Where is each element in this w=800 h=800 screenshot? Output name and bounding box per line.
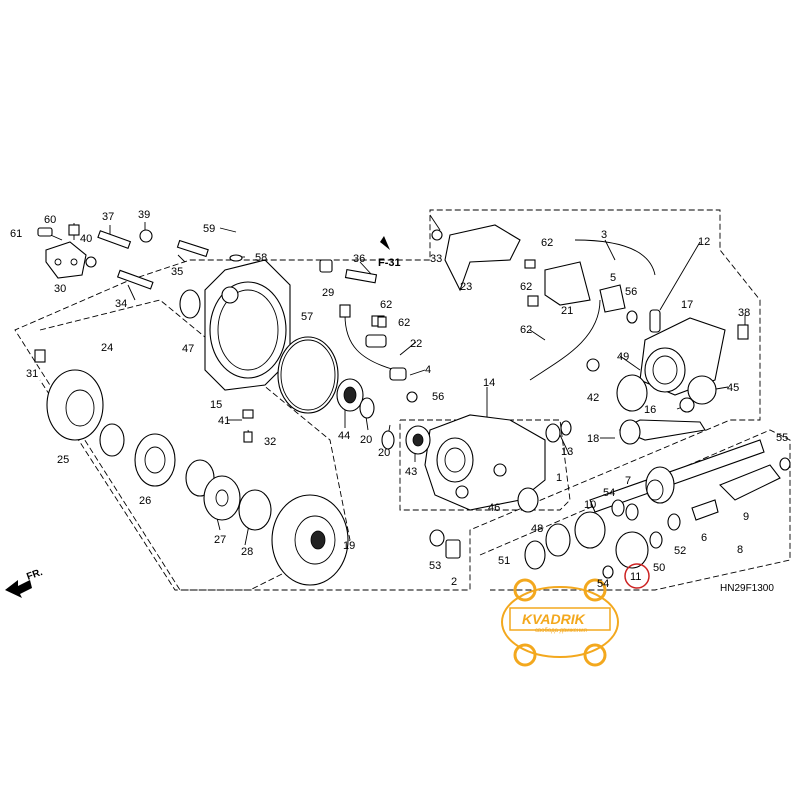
breather-hose <box>229 226 404 284</box>
callout-10: 10 <box>584 499 596 511</box>
callout-20b: 20 <box>378 447 390 459</box>
group-outline-driveshaft <box>479 429 791 591</box>
callout-50: 50 <box>653 562 665 574</box>
rear-housing-assembly <box>377 224 749 413</box>
callout-24: 24 <box>101 342 113 354</box>
bracket-assembly <box>37 224 209 290</box>
callout-52: 52 <box>674 545 686 557</box>
callout-60: 60 <box>44 214 56 226</box>
callout-14: 14 <box>483 377 495 389</box>
callout-31: 31 <box>26 368 38 380</box>
watermark-brand: KVADRIK <box>522 611 586 627</box>
callout-18: 18 <box>587 433 599 445</box>
callout-40: 40 <box>80 233 92 245</box>
callout-61: 61 <box>10 228 22 240</box>
group-outline-differential <box>39 299 351 591</box>
callout-36: 36 <box>353 253 365 265</box>
callout-62d: 62 <box>398 317 410 329</box>
callout-23: 23 <box>460 281 472 293</box>
callout-48: 48 <box>531 523 543 535</box>
callout-53: 53 <box>429 560 441 572</box>
callout-6: 6 <box>701 532 707 544</box>
diagram-code: HN29F1300 <box>720 583 774 594</box>
callout-39: 39 <box>138 209 150 221</box>
callout-17: 17 <box>681 299 693 311</box>
callout-37: 37 <box>102 211 114 223</box>
callout-58: 58 <box>255 252 267 264</box>
callout-25: 25 <box>57 454 69 466</box>
callout-56a: 56 <box>625 286 637 298</box>
callout-62a: 62 <box>541 237 553 249</box>
callout-20a: 20 <box>360 434 372 446</box>
callout-54b: 54 <box>597 578 609 590</box>
callout-9: 9 <box>743 511 749 523</box>
callout-27: 27 <box>214 534 226 546</box>
callout-55: 55 <box>776 432 788 444</box>
pinion-shaft <box>618 419 706 445</box>
callout-13: 13 <box>561 446 573 458</box>
callout-33: 33 <box>430 253 442 265</box>
callout-43: 43 <box>405 466 417 478</box>
callout-56b: 56 <box>432 391 444 403</box>
callout-28: 28 <box>241 546 253 558</box>
callout-38: 38 <box>738 307 750 319</box>
callout-42: 42 <box>587 392 599 404</box>
callout-44: 44 <box>338 430 350 442</box>
callout-57: 57 <box>301 311 313 323</box>
callout-45: 45 <box>727 382 739 394</box>
sensor-wiring <box>339 304 407 381</box>
callout-51: 51 <box>498 555 510 567</box>
callout-5: 5 <box>610 272 616 284</box>
callout-29: 29 <box>322 287 334 299</box>
callout-2: 2 <box>451 576 457 588</box>
callout-30: 30 <box>54 283 66 295</box>
callout-26: 26 <box>139 495 151 507</box>
front-direction-arrow: FR. <box>5 567 44 598</box>
callout-4: 4 <box>425 364 431 376</box>
callout-19: 19 <box>343 540 355 552</box>
callout-32: 32 <box>264 436 276 448</box>
callout-7: 7 <box>625 475 631 487</box>
watermark-logo: KVADRIK свобода движения <box>501 578 619 667</box>
callout-59: 59 <box>203 223 215 235</box>
watermark-tagline: свобода движения <box>535 628 587 634</box>
callout-35: 35 <box>171 266 183 278</box>
front-marker: FR. <box>25 567 44 583</box>
group-outline-main <box>14 209 761 591</box>
callout-54a: 54 <box>603 487 615 499</box>
callout-41: 41 <box>218 415 230 427</box>
section-reference: F-31 <box>378 236 401 269</box>
callout-3: 3 <box>601 229 607 241</box>
section-ref-label: F-31 <box>378 257 401 269</box>
callout-46: 46 <box>488 502 500 514</box>
callout-8: 8 <box>737 544 743 556</box>
callout-16: 16 <box>644 404 656 416</box>
callout-22: 22 <box>410 338 422 350</box>
callout-labels: 61 60 37 39 59 40 58 36 33 3 12 62 35 30… <box>10 209 788 590</box>
group-outline-case <box>399 419 571 511</box>
callout-47: 47 <box>182 343 194 355</box>
differential-gears <box>34 349 349 586</box>
callout-62e: 62 <box>380 299 392 311</box>
callout-12: 12 <box>698 236 710 248</box>
gear-case <box>424 414 546 511</box>
highlight-circle <box>624 563 650 589</box>
callout-62c: 62 <box>520 324 532 336</box>
o-ring <box>277 336 339 414</box>
callout-11: 11 <box>630 571 641 583</box>
drive-shaft <box>524 439 791 579</box>
front-cover-housing <box>179 259 291 391</box>
callout-21: 21 <box>561 305 573 317</box>
callout-1: 1 <box>556 472 562 484</box>
callout-62b: 62 <box>520 281 532 293</box>
callout-15: 15 <box>210 399 222 411</box>
callout-49: 49 <box>617 351 629 363</box>
callout-34: 34 <box>115 298 127 310</box>
